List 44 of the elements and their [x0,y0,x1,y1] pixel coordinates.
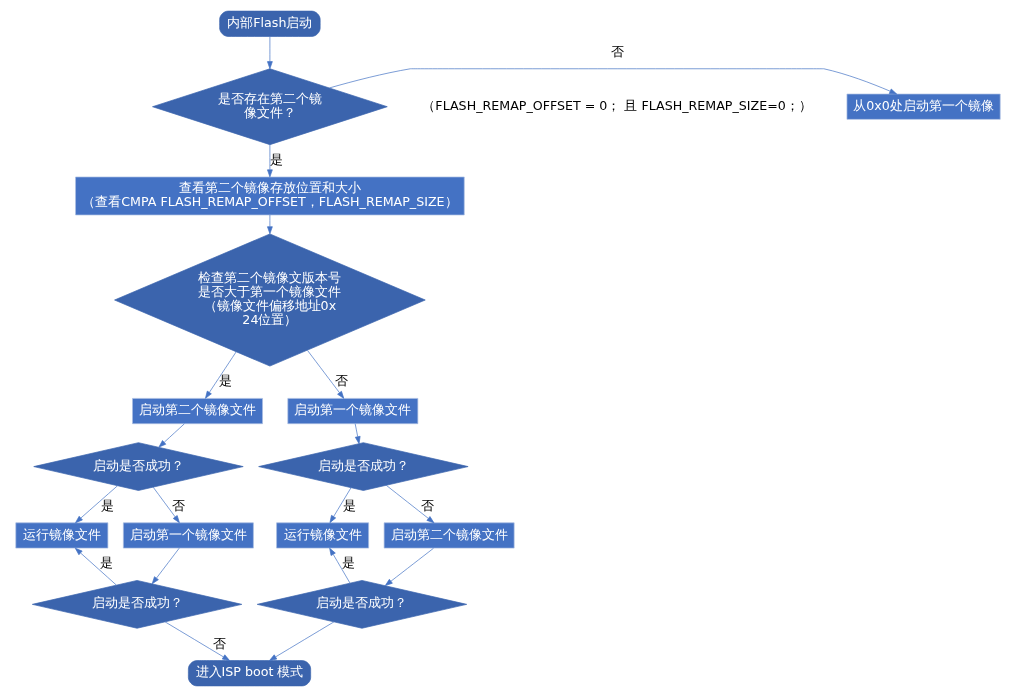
node-diamond: 检查第二个镜像文版本号是否大于第一个镜像文件（镜像文件偏移地址0x24位置） [113,233,426,367]
node-box: 进入ISP boot 模式 [187,660,311,687]
edge-label: 否 [171,497,185,513]
node-diamond: 是否存在第二个镜像文件？ [151,68,388,145]
arrow [158,423,185,448]
arrow [74,485,118,524]
node-box: 运行镜像文件 [14,522,108,549]
node-box: 启动第一个镜像文件 [122,522,254,549]
arrow [266,36,273,69]
node-box: 运行镜像文件 [275,522,369,549]
arrow [306,350,344,399]
arrow [329,487,351,523]
edge-label: 是 [341,555,355,571]
node-diamond: 启动是否成功？ [257,442,468,491]
edge-label: 是 [342,497,356,513]
node-box: 从0x0处启动第一个镜像 [846,93,1001,120]
node-box: 内部Flash启动 [218,10,320,37]
arrow [354,423,360,445]
edge-label: 否 [334,373,348,389]
arrow [74,547,117,586]
node-box: 启动第二个镜像文件 [131,398,263,425]
arrow [266,144,273,178]
edge-label: 否 [420,497,434,513]
edge-label: 是 [269,151,283,167]
arrow [328,547,350,584]
edge-label: 否 [212,635,226,651]
arrow [266,214,273,235]
arrow [384,547,434,586]
edge-label: 是 [218,373,232,389]
arrow [268,621,334,661]
edge-label: 是 [100,497,114,513]
label: （FLASH_REMAP_OFFSET = 0； 且 FLASH_REMAP_SIZE=0；） [421,97,812,113]
node-box: 启动第二个镜像文件 [383,522,514,549]
node-diamond: 启动是否成功？ [31,580,242,629]
arrow [152,486,180,523]
edge-label: 是 [99,555,113,571]
arrow [164,621,230,661]
edge-label: 否 [610,43,624,59]
node-box: 查看第二个镜像存放位置和大小 （查看CMPA FLASH_REMAP_OFFSET，FLASH_REMAP_SIZE） [74,176,465,216]
arrow [328,68,897,95]
node-box: 启动第一个镜像文件 [286,398,418,425]
arrow [385,485,434,524]
arrow [204,351,236,399]
arrow [151,547,180,585]
